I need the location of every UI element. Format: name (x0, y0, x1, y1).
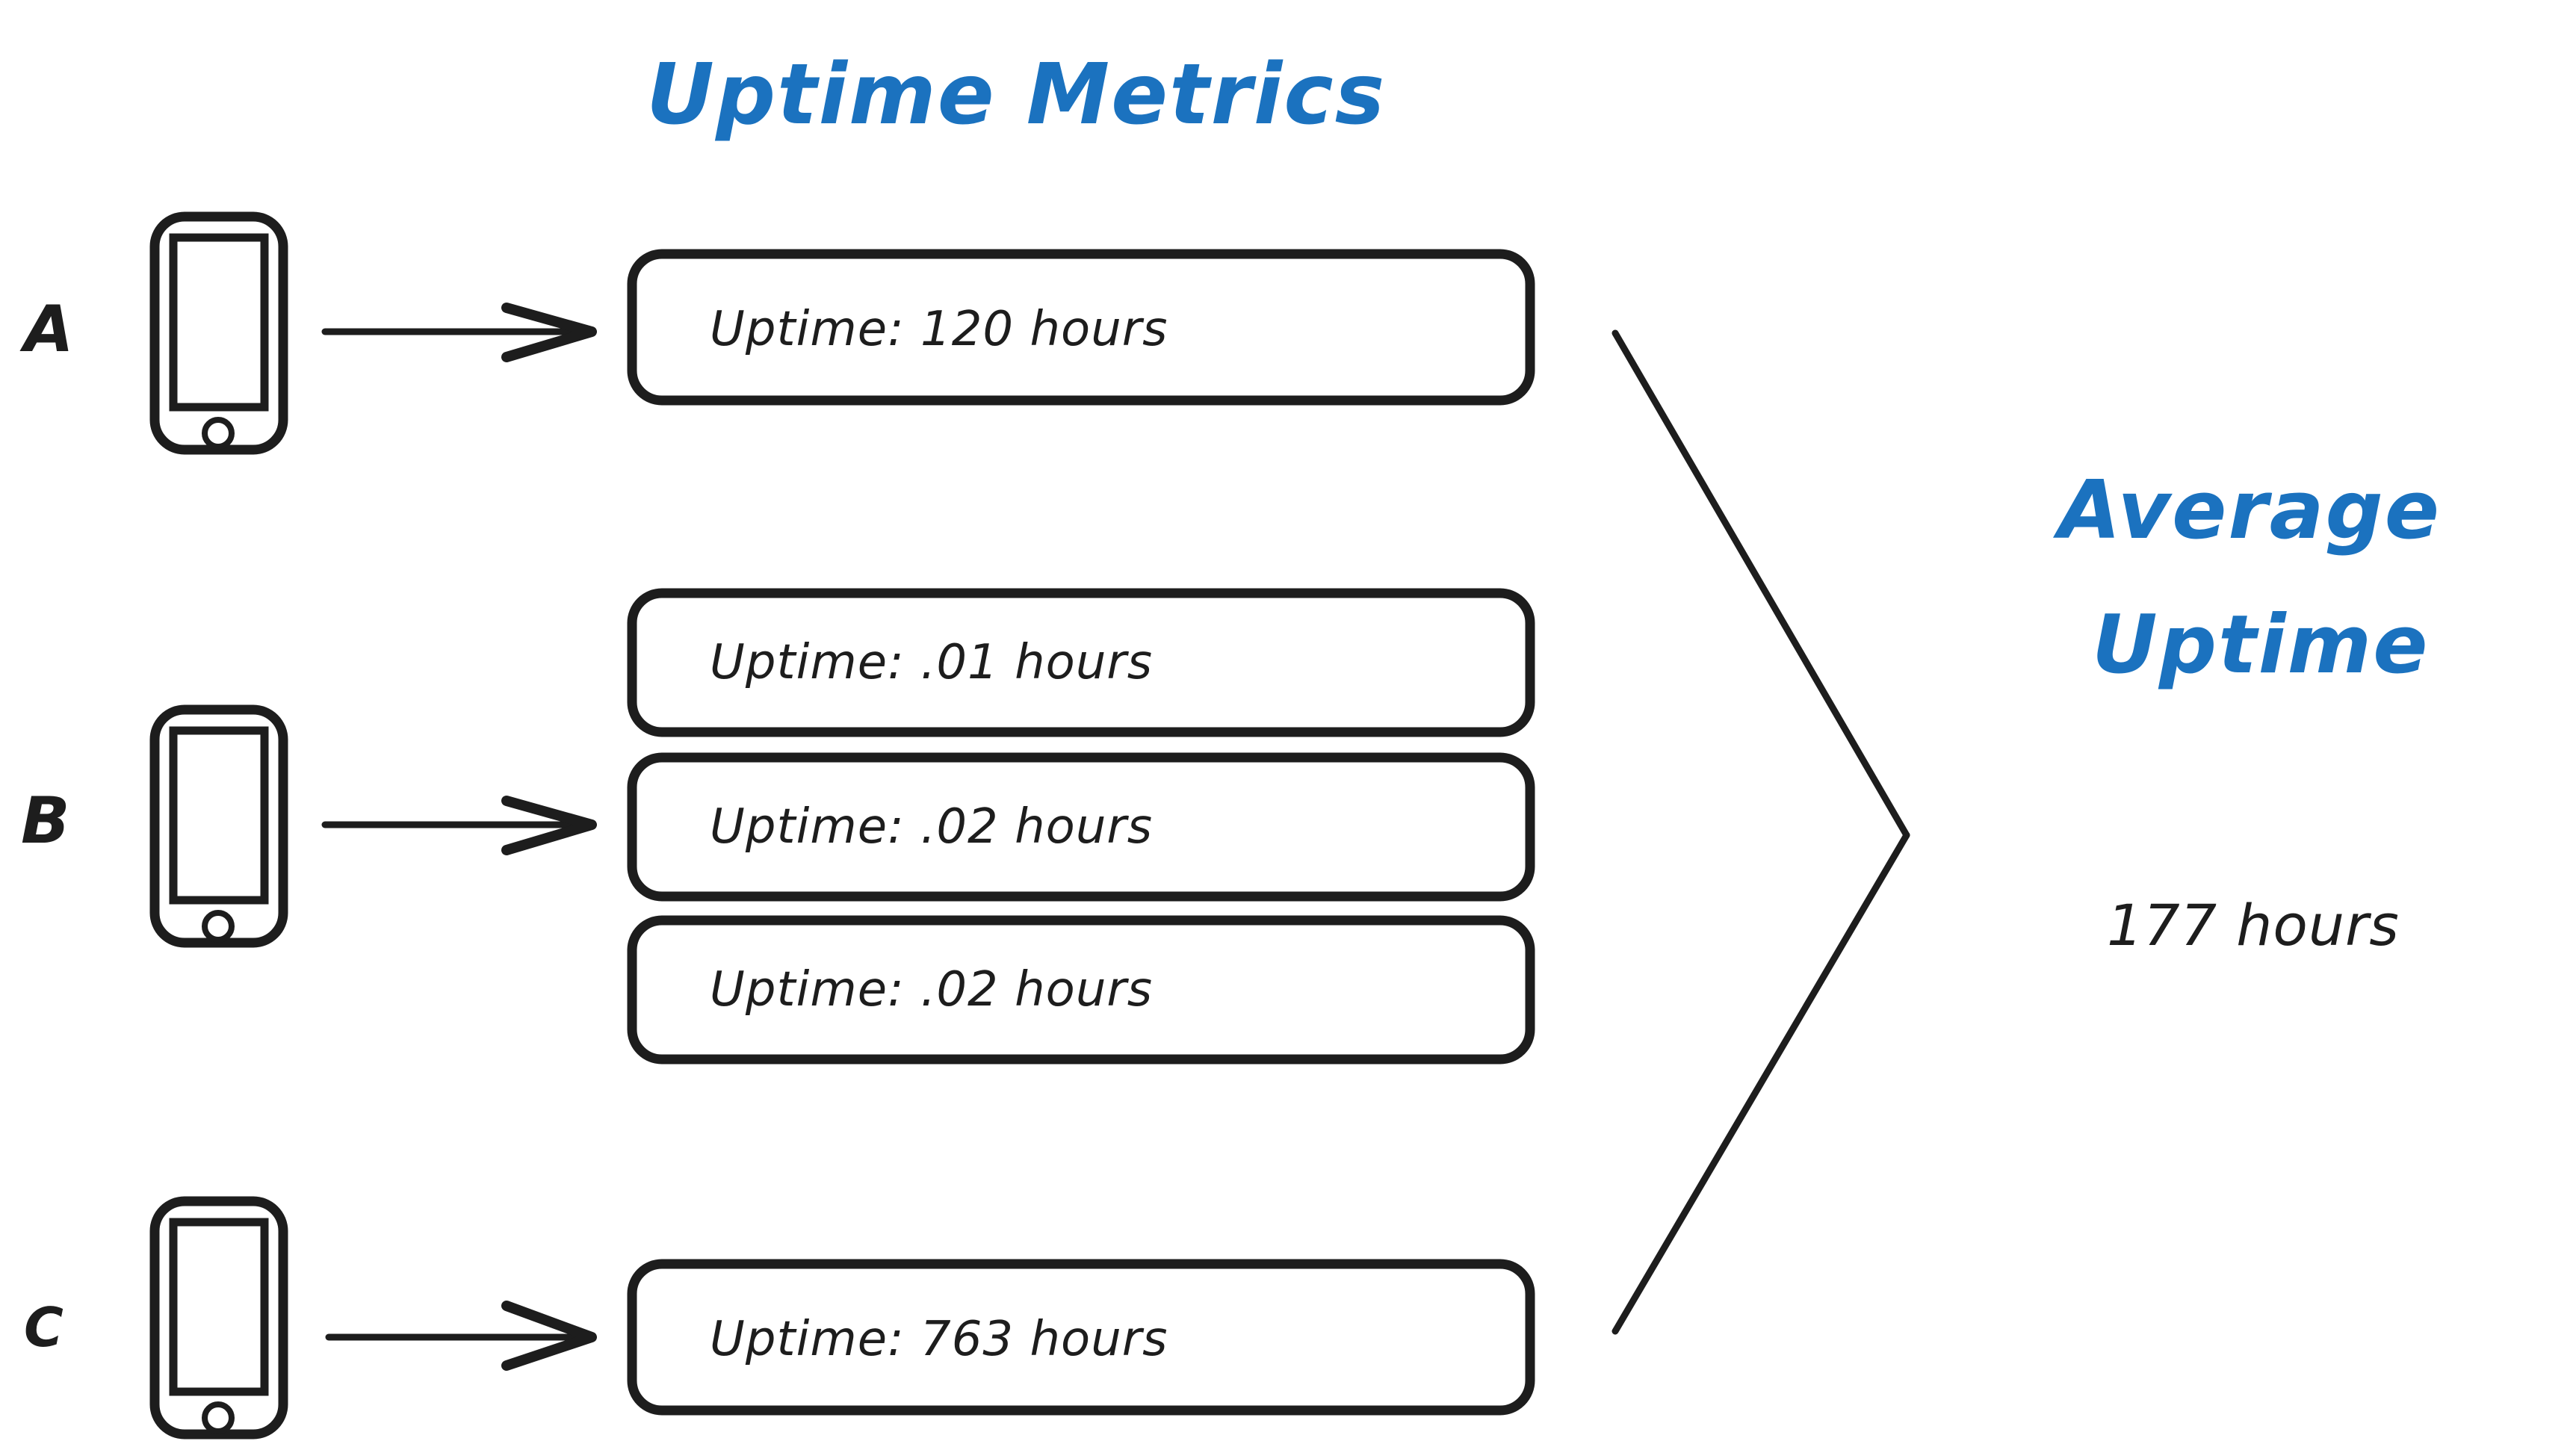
device-label-b: B (21, 784, 70, 858)
smartphone-icon (149, 704, 288, 948)
metric-box-label: Uptime: .02 hours (710, 799, 1153, 855)
arrow-right-icon (321, 303, 597, 362)
summary-heading-line1: Average (2052, 464, 2441, 557)
metric-box[interactable]: Uptime: .02 hours (627, 915, 1535, 1065)
page-title: Uptime Metrics (646, 46, 1386, 143)
metric-box[interactable]: Uptime: .02 hours (627, 752, 1535, 902)
metric-box-label: Uptime: 120 hours (710, 302, 1168, 357)
metric-box[interactable]: Uptime: 763 hours (627, 1259, 1535, 1416)
metric-box[interactable]: Uptime: 120 hours (627, 249, 1535, 406)
metric-box-label: Uptime: .01 hours (710, 635, 1153, 690)
summary-value: 177 hours (2107, 892, 2400, 958)
aggregation-funnel (1611, 329, 1910, 1335)
device-label-c: C (24, 1296, 64, 1359)
arrow-right-icon (325, 1301, 597, 1371)
summary-heading-line2: Uptime (2092, 598, 2429, 692)
smartphone-icon (149, 211, 288, 455)
arrow-right-icon (321, 796, 597, 855)
device-label-a: A (19, 292, 74, 367)
metric-box[interactable]: Uptime: .01 hours (627, 588, 1535, 737)
metric-box-label: Uptime: 763 hours (710, 1312, 1168, 1367)
smartphone-icon (149, 1196, 288, 1440)
metric-box-label: Uptime: .02 hours (710, 962, 1153, 1017)
